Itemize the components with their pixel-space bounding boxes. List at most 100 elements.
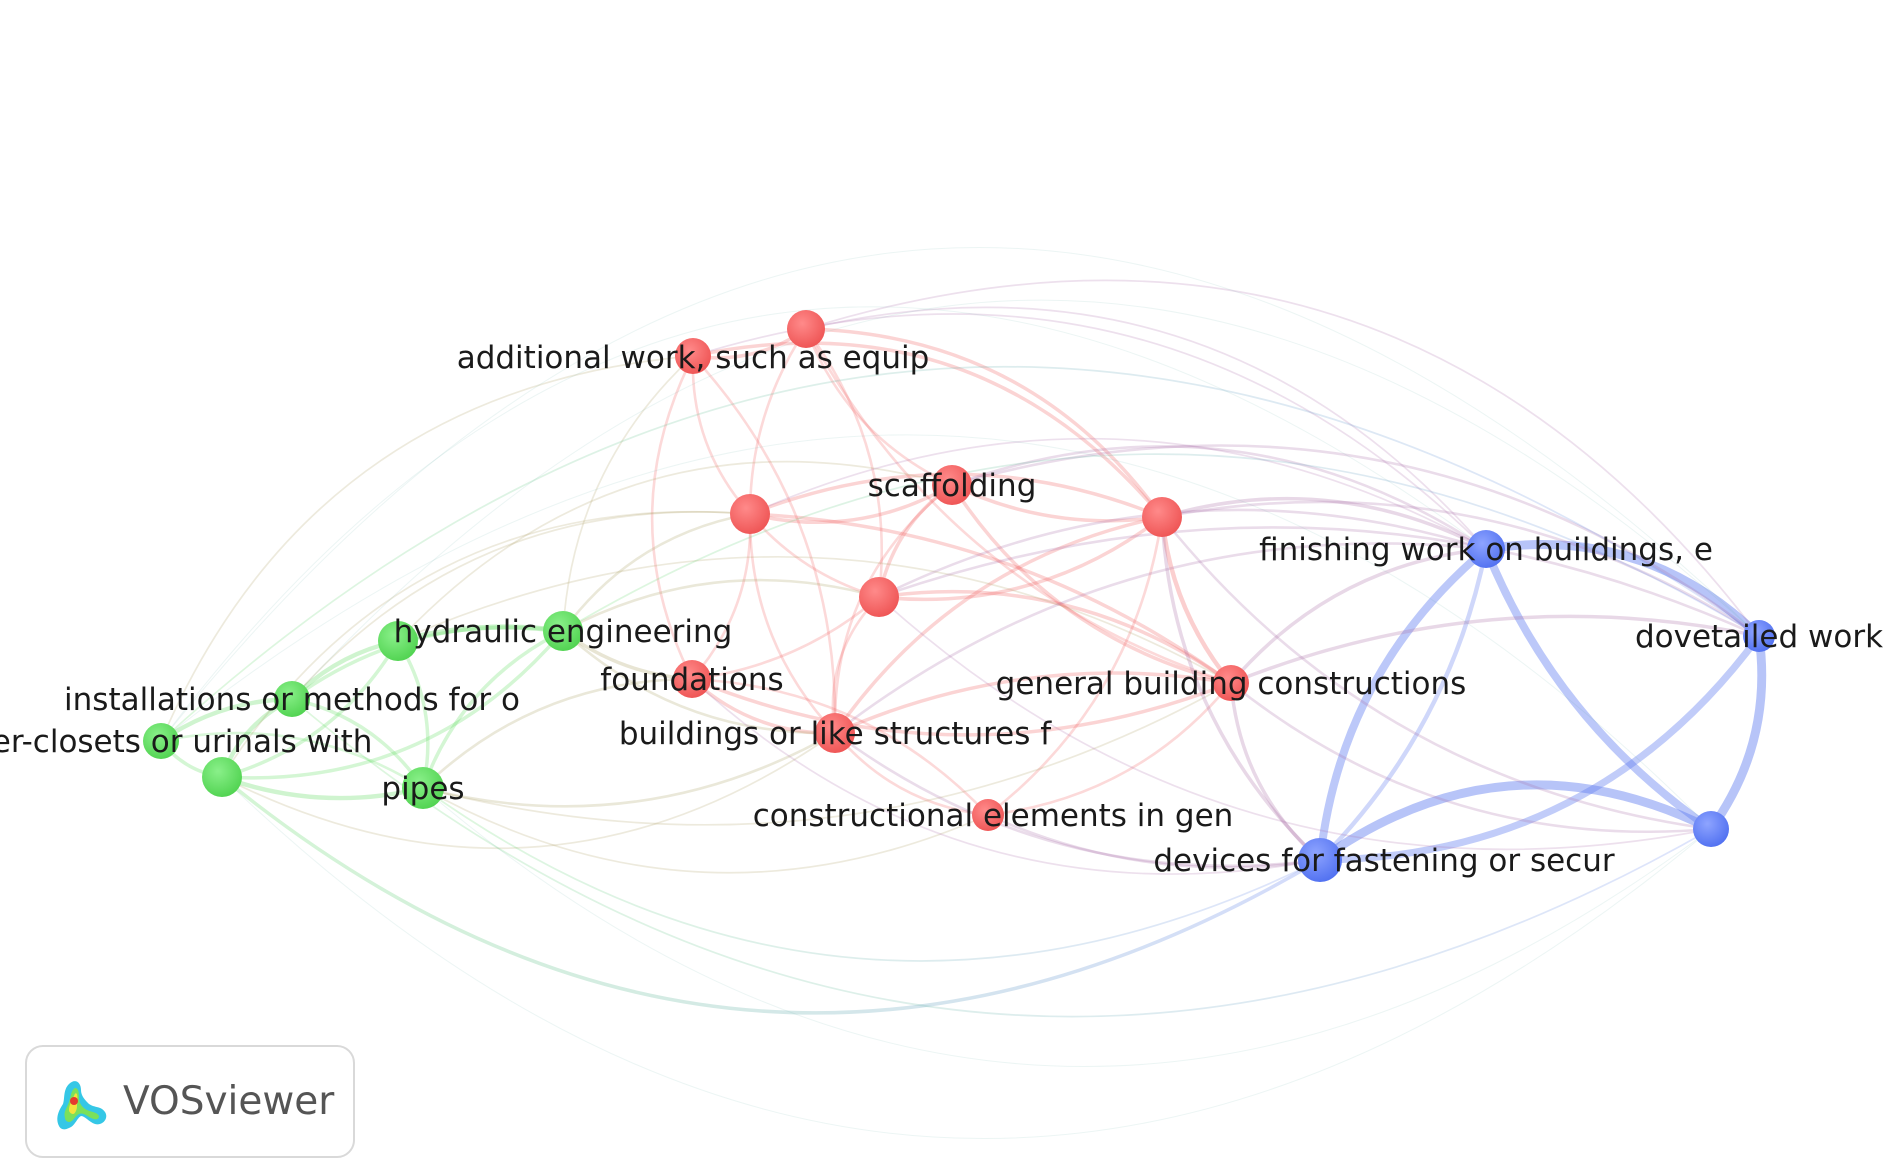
edge-pipes-buildings — [421, 731, 837, 808]
node-buildings[interactable] — [815, 713, 855, 753]
edge-water-closets-pipes — [159, 731, 425, 790]
edge-red-center-general-building — [877, 589, 1233, 685]
node-red-center[interactable] — [859, 577, 899, 617]
node-installations[interactable] — [274, 681, 310, 717]
node-pipes[interactable] — [402, 767, 444, 809]
edge-pipes-constructional — [422, 787, 989, 874]
labels-layer: additional work, such as equip scaffoldin… — [0, 340, 1883, 879]
edge-green-b-buildings — [221, 732, 836, 850]
edge-water-closets-finishing-faint — [160, 306, 1487, 742]
edge-pipes-general-building — [422, 682, 1232, 826]
node-label-finishing: finishing work on buildings, e — [1259, 532, 1713, 568]
edge-hydraulic-buildings — [561, 629, 837, 735]
node-red-right[interactable] — [1142, 497, 1182, 537]
node-label-installations: installations or methods for o — [64, 682, 520, 718]
edge-red-top-scaffolding — [804, 327, 954, 487]
edge-red-top-red-right — [804, 327, 1164, 519]
edge-red-center-foundations — [690, 595, 881, 681]
edge-green-b-hydraulic — [220, 629, 565, 780]
edge-red-right-finishing — [1160, 496, 1488, 551]
edge-finishing-blue-c — [1482, 545, 1715, 833]
edge-fastening-blue-c — [1315, 780, 1716, 865]
edge-pipes-foundations — [421, 677, 694, 790]
node-label-additional-work: additional work, such as equip — [457, 340, 930, 376]
node-foundations[interactable] — [673, 660, 711, 698]
edge-green-b-fastening — [220, 775, 1322, 1015]
node-red-top[interactable] — [787, 310, 825, 348]
edge-red-top-general-building — [804, 327, 1233, 685]
edge-water-closets-blue-c-faint — [160, 434, 1712, 830]
edge-pipes-fastening — [422, 787, 1321, 962]
edge-foundations-general-building — [690, 677, 1233, 737]
edge-red-top-red-left — [748, 327, 808, 516]
node-general-building[interactable] — [1213, 665, 1249, 701]
node-hydraulic[interactable] — [543, 611, 583, 651]
edge-green-a-general-building — [397, 556, 1232, 684]
edge-general-building-dovetailed — [1229, 614, 1761, 685]
edge-scaffolding-general-building — [950, 483, 1233, 685]
node-additional-work[interactable] — [675, 338, 711, 374]
edge-foundations-fastening — [691, 678, 1321, 875]
edge-general-building-finishing — [1229, 547, 1488, 685]
edge-green-b-blue-c-faint — [221, 776, 1712, 1139]
node-label-dovetailed: dovetailed work — [1635, 619, 1883, 655]
edge-additional-work-red-right — [691, 341, 1164, 519]
node-constructional[interactable] — [972, 799, 1004, 831]
edge-green-b-pipes — [219, 774, 426, 801]
node-red-left[interactable] — [730, 494, 770, 534]
edge-red-right-dovetailed — [1160, 500, 1761, 638]
edge-red-right-fastening — [1160, 515, 1322, 862]
edge-finishing-fastening — [1317, 546, 1489, 863]
edge-red-left-finishing — [749, 437, 1487, 550]
node-dovetailed[interactable] — [1743, 620, 1775, 652]
edge-hydraulic-red-left — [561, 512, 752, 633]
edge-general-building-fastening — [1229, 681, 1322, 862]
edge-pipes-hydraulic — [421, 629, 565, 790]
node-water-closets[interactable] — [143, 723, 179, 759]
nodes-layer — [143, 310, 1775, 882]
node-label-hydraulic: hydraulic engineering — [394, 614, 733, 650]
vosviewer-logo-icon — [57, 1080, 107, 1129]
node-blue-c[interactable] — [1693, 811, 1729, 847]
edge-hydraulic-red-center — [561, 578, 881, 633]
edge-red-top-finishing — [805, 306, 1487, 550]
edge-installations-blue-c — [291, 698, 1712, 1018]
edge-installations-red-left — [291, 511, 751, 700]
edge-scaffolding-red-right — [950, 483, 1164, 523]
edge-constructional-general-building — [986, 681, 1233, 817]
edge-additional-work-red-left — [691, 354, 752, 516]
node-label-general-building: general building constructions — [996, 666, 1467, 702]
edge-green-a-green-b — [220, 639, 400, 779]
node-label-scaffolding: scaffolding — [868, 468, 1037, 504]
edge-red-top-red-center — [804, 327, 884, 599]
node-green-a[interactable] — [378, 621, 418, 661]
node-label-water-closets: ter-closets or urinals with — [0, 724, 372, 760]
edge-hydraulic-installations — [290, 625, 565, 701]
edge-green-a-scaffolding — [397, 460, 953, 642]
edge-hydraulic-additional-work — [562, 355, 694, 632]
edge-constructional-fastening — [986, 813, 1322, 869]
node-scaffolding[interactable] — [932, 465, 972, 505]
edge-dovetailed-blue-c — [1706, 631, 1767, 834]
edge-additional-work-buildings — [691, 354, 837, 735]
edge-finishing-dovetailed — [1481, 540, 1764, 641]
edge-red-right-constructional — [986, 515, 1164, 817]
vosviewer-logo-box: VOSviewer — [25, 1045, 355, 1158]
edge-red-left-buildings — [748, 512, 837, 735]
node-finishing[interactable] — [1467, 530, 1505, 568]
edge-red-center-dovetailed — [877, 526, 1761, 638]
edge-additional-work-foundations — [650, 354, 695, 681]
node-label-pipes: pipes — [381, 771, 464, 807]
node-green-b[interactable] — [202, 757, 242, 797]
edge-buildings-finishing — [833, 542, 1488, 735]
edge-red-top-dovetailed — [805, 279, 1760, 637]
node-label-buildings: buildings or like structures f — [619, 716, 1052, 752]
edge-general-building-blue-c — [1229, 681, 1713, 834]
node-label-constructional: constructional elements in gen — [753, 798, 1234, 834]
edge-installations-dovetailed-faint — [291, 299, 1760, 700]
node-fastening[interactable] — [1298, 838, 1342, 882]
edge-buildings-general-building — [833, 671, 1233, 735]
edge-red-center-red-right — [877, 515, 1164, 602]
